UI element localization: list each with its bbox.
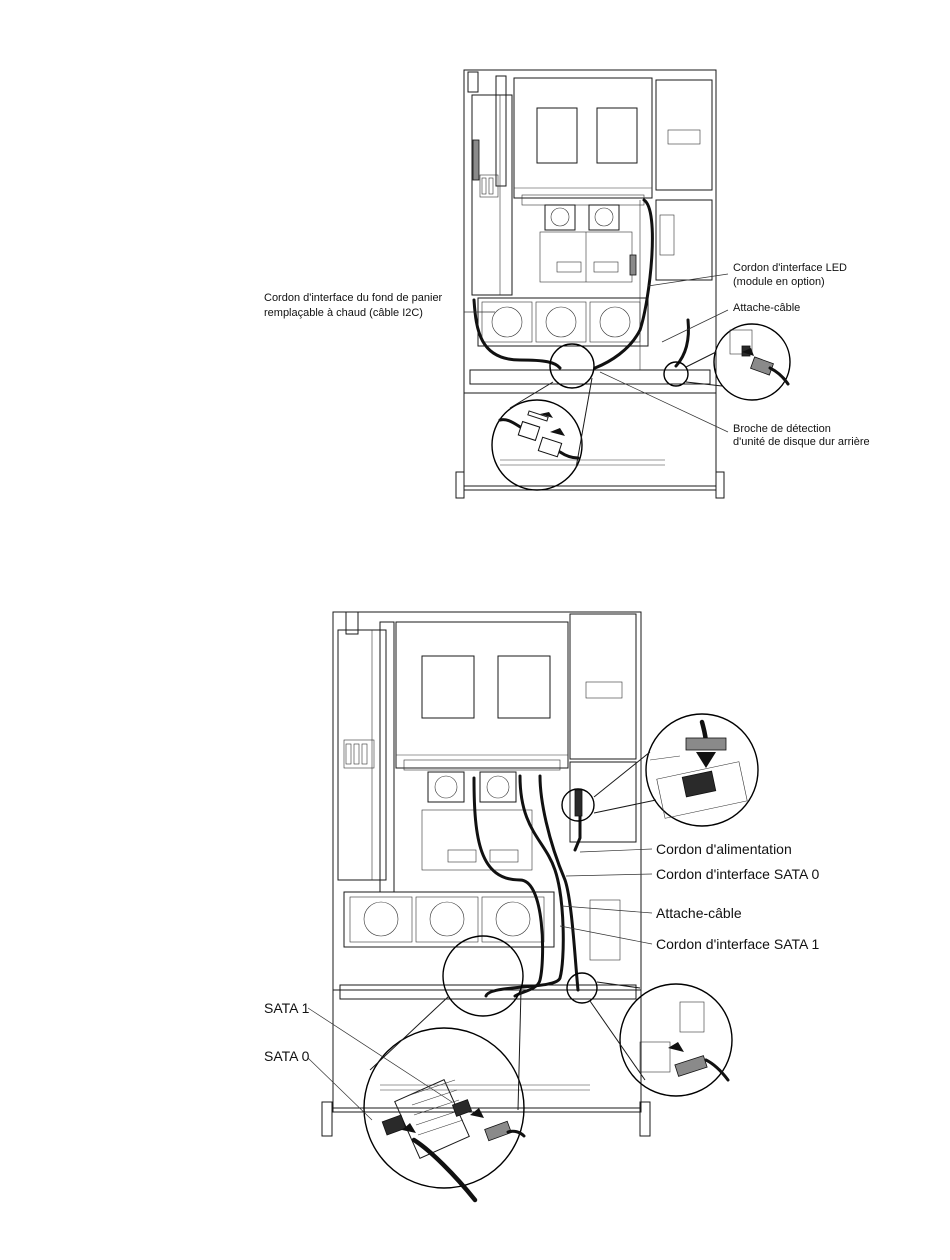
top-server-chassis <box>456 70 724 498</box>
detect-pin-label-line2: d'unité de disque dur arrière <box>733 436 870 448</box>
bottom-cables <box>474 776 580 996</box>
backplane-cable-label-line2: remplaçable à chaud (câble I2C) <box>264 307 423 319</box>
power-cable-label: Cordon d'alimentation <box>656 841 792 857</box>
bottom-detail-sata-connectors <box>364 936 524 1200</box>
sata0-cable-label: Cordon d'interface SATA 0 <box>656 866 819 882</box>
bottom-detail-power-connector <box>562 714 758 826</box>
top-detail-rear-sensor <box>492 344 594 490</box>
top-detail-led-connector <box>664 324 790 400</box>
led-cable-sub-label: (module en option) <box>733 276 825 288</box>
bottom-detail-clip-connector <box>567 973 732 1096</box>
sata0-label: SATA 0 <box>264 1048 310 1064</box>
backplane-cable-label-line1: Cordon d'interface du fond de panier <box>264 292 443 304</box>
sata1-cable-label: Cordon d'interface SATA 1 <box>656 936 819 952</box>
detect-pin-label-line1: Broche de détection <box>733 423 831 435</box>
bottom-cable-clip-label: Attache-câble <box>656 905 742 921</box>
led-cable-label: Cordon d'interface LED <box>733 262 847 274</box>
sata1-label: SATA 1 <box>264 1000 310 1016</box>
top-cable-clip-label: Attache-câble <box>733 302 800 314</box>
bottom-server-chassis <box>322 612 650 1136</box>
